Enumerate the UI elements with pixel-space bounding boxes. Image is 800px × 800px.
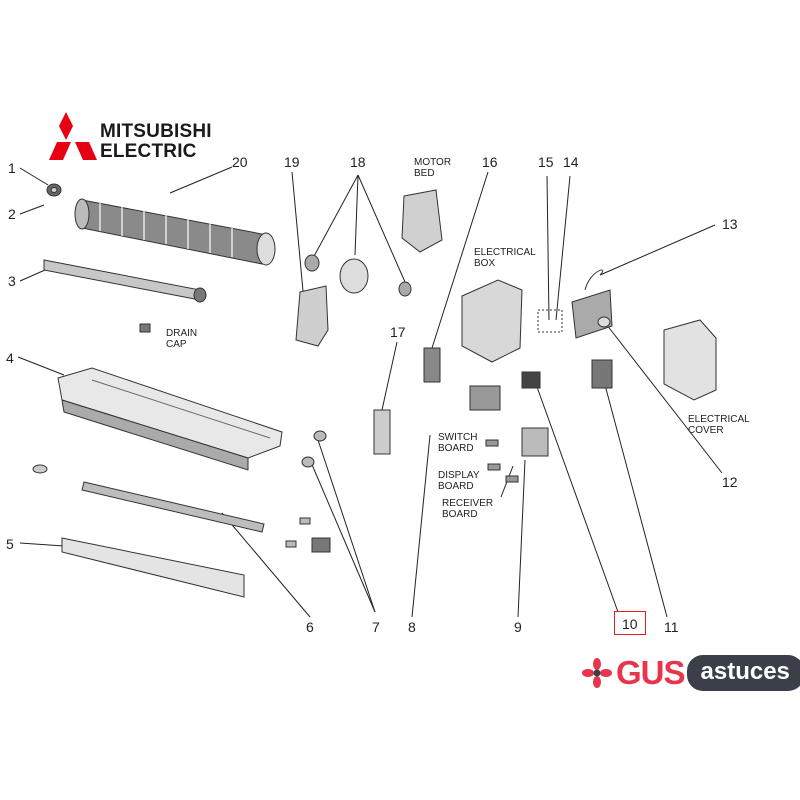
callout-6: 6	[306, 619, 314, 635]
label-display-board-line1: DISPLAY	[438, 470, 480, 481]
label-electrical-cover-line2: COVER	[688, 425, 724, 436]
electrical-box-part	[461, 279, 523, 363]
label-receiver-board: RECEIVER BOARD	[442, 498, 493, 520]
part-5-panel	[61, 537, 245, 598]
label-receiver-board-line2: BOARD	[442, 509, 478, 520]
gus-astuces-watermark: GUS astuces	[582, 654, 800, 691]
callout-3: 3	[8, 273, 16, 289]
label-drain-cap-line1: DRAIN	[166, 328, 198, 339]
callout-14: 14	[563, 154, 579, 170]
small-boards	[469, 385, 549, 483]
label-motor-bed-line2: BED	[414, 168, 435, 179]
label-drain-cap-line2: CAP	[166, 339, 187, 350]
callout-1: 1	[8, 160, 16, 176]
callout-19: 19	[284, 154, 300, 170]
brand-name: MITSUBISHI ELECTRIC	[100, 122, 212, 162]
astuces-text: astuces	[686, 655, 800, 691]
brand-line-1: MITSUBISHI	[100, 121, 212, 142]
part-17-board	[373, 409, 391, 455]
label-display-board-line2: BOARD	[438, 481, 474, 492]
callout-15: 15	[538, 154, 554, 170]
label-switch-board: SWITCH BOARD	[438, 432, 477, 454]
callout-11: 11	[664, 619, 679, 635]
label-switch-board-line1: SWITCH	[438, 432, 478, 443]
callout-4: 4	[6, 350, 14, 366]
callout-16: 16	[482, 154, 498, 170]
label-electrical-box-line1: ELECTRICAL	[474, 247, 536, 258]
part-3-insulation-tube	[43, 259, 207, 303]
label-motor-bed: MOTOR BED	[414, 157, 451, 179]
label-drain-cap: DRAIN CAP	[166, 328, 197, 350]
label-electrical-box: ELECTRICAL BOX	[474, 247, 536, 269]
highlight-box-part-10	[614, 611, 646, 635]
callout-12: 12	[722, 474, 738, 490]
label-switch-board-line2: BOARD	[438, 443, 474, 454]
part-10-terminal-block	[521, 371, 541, 389]
callout-2: 2	[8, 206, 16, 222]
label-electrical-box-line2: BOX	[474, 258, 496, 269]
callout-10: 10	[622, 616, 638, 632]
part-13-sensor-wire	[584, 269, 604, 291]
part-4-chassis	[57, 367, 283, 471]
callout-17: 17	[390, 324, 406, 340]
label-electrical-cover-line1: ELECTRICAL	[688, 414, 750, 425]
part-11-board	[591, 359, 613, 389]
part-18-fan-motor	[304, 254, 412, 297]
label-receiver-board-line1: RECEIVER	[442, 498, 494, 509]
callout-7: 7	[372, 619, 380, 635]
callout-18: 18	[350, 154, 366, 170]
part-7-clips	[285, 430, 331, 553]
part-1-cap	[46, 183, 62, 197]
label-display-board: DISPLAY BOARD	[438, 470, 480, 492]
part-6-vane	[81, 481, 265, 533]
label-electrical-cover: ELECTRICAL COVER	[688, 414, 750, 436]
mitsubishi-logo	[49, 112, 97, 160]
callout-20: 20	[232, 154, 248, 170]
callout-8: 8	[408, 619, 416, 635]
small-bracket	[32, 464, 48, 474]
gus-text: GUS	[616, 654, 686, 691]
leader-lines	[17, 166, 723, 618]
callout-5: 5	[6, 536, 14, 552]
label-motor-bed-line1: MOTOR	[414, 157, 452, 168]
motor-bed-part	[401, 189, 443, 253]
part-14-15-dashed-box	[537, 309, 563, 333]
part-20-crossflow-fan	[74, 198, 276, 266]
callout-13: 13	[722, 216, 738, 232]
part-16-board	[423, 347, 441, 383]
drain-cap-part	[139, 323, 151, 333]
part-12-main-board	[571, 289, 613, 339]
electrical-cover-part	[663, 319, 717, 401]
callout-9: 9	[514, 619, 522, 635]
part-19-bracket	[295, 285, 329, 347]
gus-flower-icon	[582, 658, 612, 688]
brand-line-2: ELECTRIC	[100, 141, 197, 162]
